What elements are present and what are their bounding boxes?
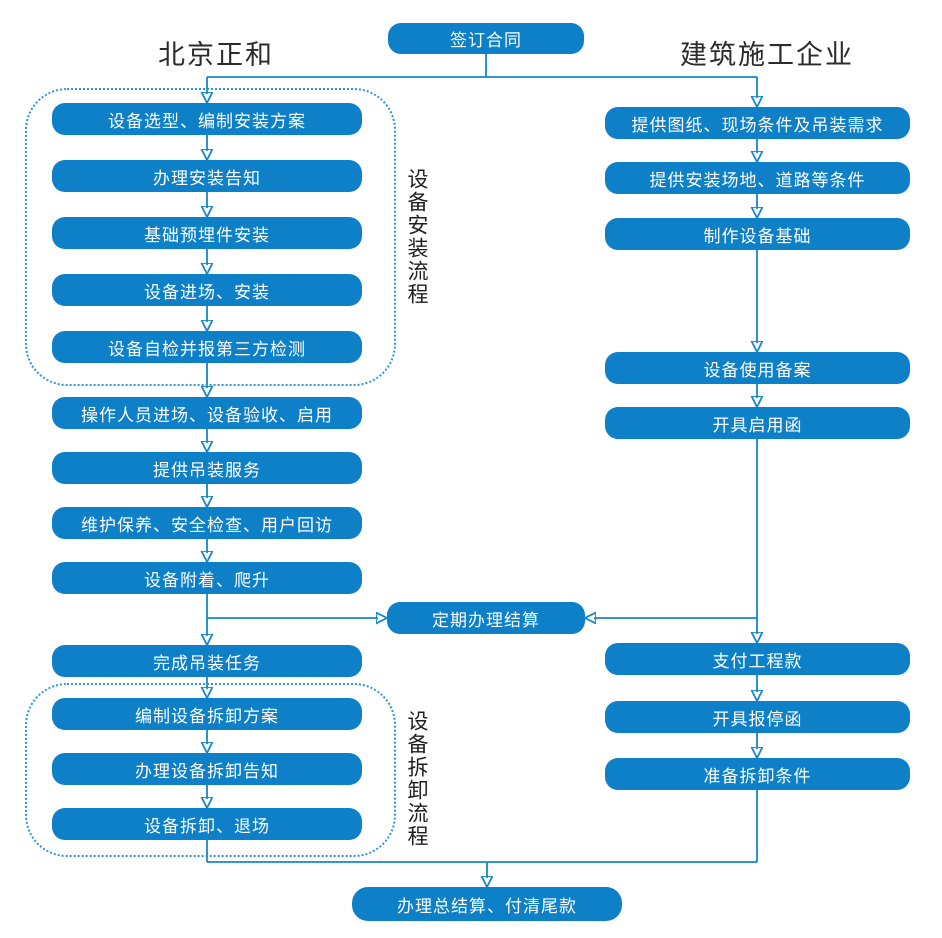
node-dismantle-exit: 设备拆卸、退场 bbox=[52, 808, 362, 840]
node-self-inspection-third-party: 设备自检并报第三方检测 bbox=[52, 331, 362, 363]
connector-left-column bbox=[207, 135, 378, 862]
node-prepare-dismantle-conditions: 准备拆卸条件 bbox=[605, 758, 910, 790]
node-build-foundation: 制作设备基础 bbox=[605, 218, 910, 250]
node-provide-site-roads: 提供安装场地、道路等条件 bbox=[605, 162, 910, 194]
node-dismantle-plan: 编制设备拆卸方案 bbox=[52, 698, 362, 730]
node-installation-notice: 办理安装告知 bbox=[52, 160, 362, 192]
connector-right-column bbox=[594, 139, 757, 862]
node-dismantle-notice: 办理设备拆卸告知 bbox=[52, 753, 362, 785]
node-foundation-embedded-parts: 基础预埋件安装 bbox=[52, 217, 362, 249]
party-label-left: 北京正和 bbox=[158, 40, 274, 70]
node-pay-project-funds: 支付工程款 bbox=[605, 643, 910, 675]
node-operators-acceptance-enable: 操作人员进场、设备验收、启用 bbox=[52, 397, 362, 429]
node-hoisting-service: 提供吊装服务 bbox=[52, 452, 362, 484]
node-attachment-climbing: 设备附着、爬升 bbox=[52, 562, 362, 594]
install-process-group bbox=[25, 88, 396, 386]
dismantle-process-group bbox=[25, 683, 396, 857]
node-periodic-settlement: 定期办理结算 bbox=[387, 602, 585, 634]
connector-bottom-merge bbox=[207, 861, 757, 878]
dismantle-process-label: 设备拆卸流程 bbox=[405, 710, 428, 848]
node-equipment-entry-install: 设备进场、安装 bbox=[52, 274, 362, 306]
node-maintenance-safety-visits: 维护保养、安全检查、用户回访 bbox=[52, 507, 362, 539]
node-equipment-selection-plan: 设备选型、编制安装方案 bbox=[52, 103, 362, 135]
node-sign-contract: 签订合同 bbox=[388, 23, 584, 54]
party-label-right: 建筑施工企业 bbox=[680, 40, 854, 70]
node-provide-drawings-requirements: 提供图纸、现场条件及吊装需求 bbox=[605, 107, 910, 139]
node-issue-enable-letter: 开具启用函 bbox=[605, 407, 910, 439]
node-usage-registration: 设备使用备案 bbox=[605, 352, 910, 384]
node-complete-hoisting-tasks: 完成吊装任务 bbox=[52, 645, 362, 677]
connector-top-split bbox=[207, 53, 757, 98]
node-issue-stop-letter: 开具报停函 bbox=[605, 701, 910, 733]
install-process-label: 设备安装流程 bbox=[405, 168, 428, 306]
node-final-settlement: 办理总结算、付清尾款 bbox=[352, 887, 622, 921]
